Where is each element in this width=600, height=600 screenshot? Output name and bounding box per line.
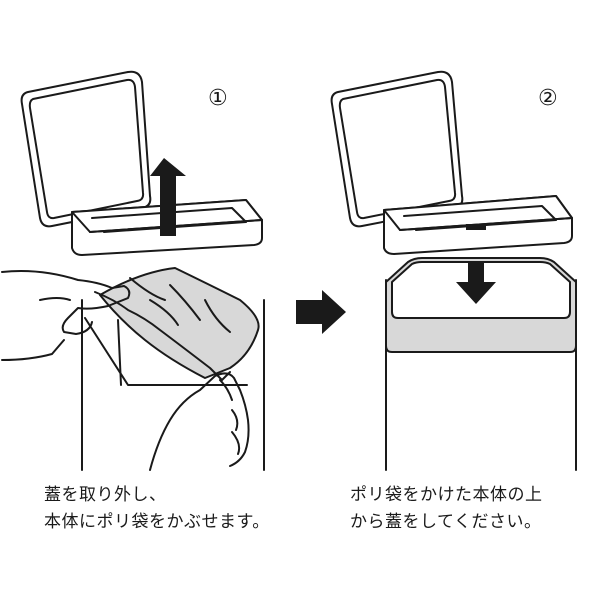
right-arrow-icon	[296, 290, 346, 334]
step1-number: ①	[208, 86, 228, 111]
step2-lid-illustration	[330, 70, 573, 255]
step1-hands	[1, 270, 250, 471]
step2-caption-line1: ポリ袋をかけた本体の上	[350, 485, 543, 505]
up-arrow-icon	[150, 158, 186, 236]
step1-caption-line2: 本体にポリ袋をかぶせます。	[44, 512, 270, 532]
step2-caption-line2: から蓋をしてください。	[350, 512, 542, 532]
step2-number: ②	[538, 86, 558, 111]
step1-poly-bag	[94, 267, 260, 381]
down-arrow-icon	[456, 224, 496, 304]
step1-caption-line1: 蓋を取り外し、	[44, 485, 167, 505]
step1-bin-body	[81, 299, 265, 471]
